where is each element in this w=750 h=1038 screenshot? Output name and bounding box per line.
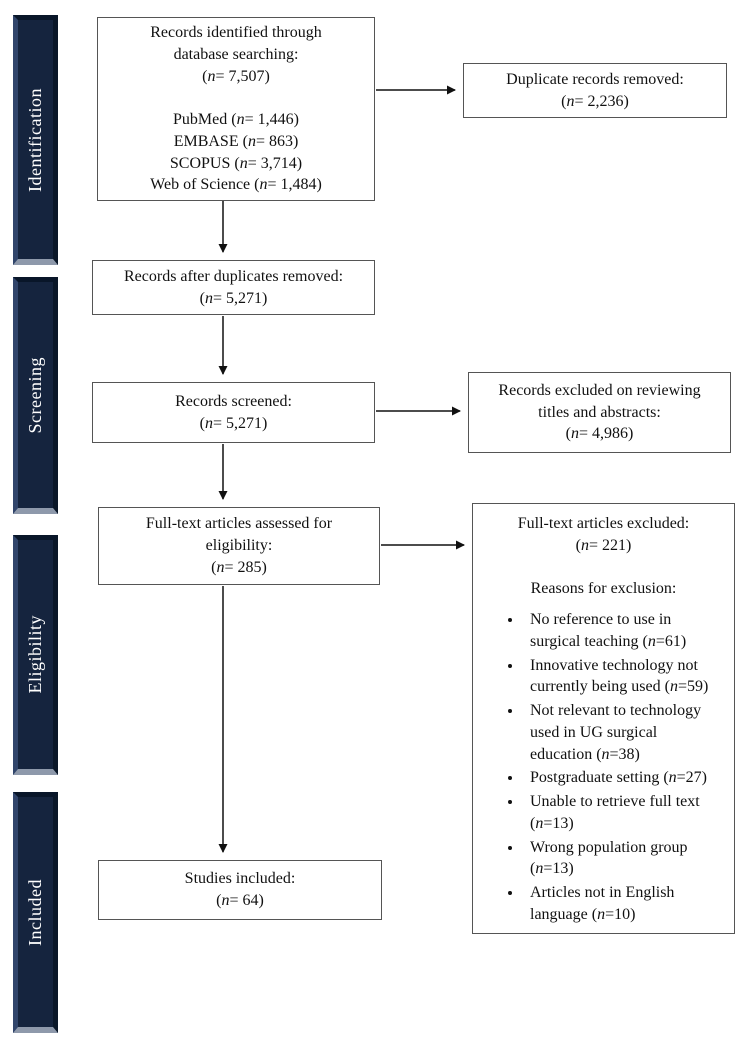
- text-line: Web of Science (n= 1,484): [150, 176, 322, 194]
- box-records-excluded-titles-abstracts: Records excluded on reviewing titles and …: [468, 372, 731, 453]
- text-line: (n= 221): [575, 536, 632, 554]
- text-line: [106, 87, 366, 109]
- box-records-screened: Records screened: (n= 5,271): [92, 382, 375, 443]
- text-line: (n= 7,507): [202, 67, 270, 85]
- stage-label-identification: Identification: [25, 87, 45, 192]
- box-duplicates-removed: Duplicate records removed: (n= 2,236): [463, 63, 727, 118]
- exclusion-reason: No reference to use in surgical teaching…: [523, 609, 722, 653]
- exclusion-reason: Wrong population group (n=13): [523, 837, 722, 881]
- fulltext-excluded-header: Full-text articles excluded: (n= 221) Rea…: [481, 513, 726, 600]
- exclusion-reason: Postgraduate setting (n=27): [523, 767, 722, 789]
- box-records-identified: Records identified through database searc…: [97, 17, 375, 201]
- text-line: (n= 64): [216, 892, 264, 909]
- stage-bar-identification: Identification: [13, 15, 58, 265]
- box-fulltext-excluded: Full-text articles excluded: (n= 221) Rea…: [472, 503, 735, 934]
- text-line: Records after duplicates removed:: [123, 267, 344, 285]
- box-fulltext-assessed: Full-text articles assessed for eligibili…: [98, 507, 380, 585]
- exclusion-reason: Innovative technology not currently bein…: [523, 655, 722, 699]
- text-line: SCOPUS (n= 3,714): [169, 154, 303, 172]
- text-line: Studies included:: [184, 870, 296, 888]
- text-line: Full-text articles excluded:: [517, 515, 690, 532]
- exclusion-reason: Unable to retrieve full text (n=13): [523, 791, 722, 835]
- box-records-after-duplicates: Records after duplicates removed: (n= 5,2…: [92, 260, 375, 315]
- stage-label-eligibility: Eligibility: [25, 615, 45, 694]
- stage-bar-included: Included: [13, 792, 58, 1033]
- stage-bar-screening: Screening: [13, 277, 58, 514]
- text-line: [481, 557, 726, 579]
- text-line: PubMed (n= 1,446): [173, 111, 299, 128]
- exclusion-reasons-list: No reference to use in surgical teaching…: [481, 609, 726, 928]
- text-line: Full-text articles assessed for: [145, 515, 333, 533]
- stage-label-included: Included: [25, 878, 45, 946]
- text-line: Reasons for exclusion:: [530, 580, 677, 598]
- text-line: (n= 2,236): [561, 92, 629, 110]
- text-line: (n= 4,986): [565, 425, 634, 443]
- text-line: titles and abstracts:: [538, 403, 661, 421]
- text-line: Records identified through: [150, 24, 322, 41]
- box-studies-included: Studies included: (n= 64): [98, 860, 382, 920]
- text-line: Records screened:: [175, 392, 292, 410]
- stage-label-screening: Screening: [25, 356, 45, 434]
- text-line: (n= 5,271): [199, 289, 268, 307]
- exclusion-reason: Articles not in English language (n=10): [523, 882, 722, 926]
- text-line: Duplicate records removed:: [506, 70, 684, 88]
- text-line: eligibility:: [205, 537, 273, 555]
- stage-bar-eligibility: Eligibility: [13, 535, 58, 775]
- text-line: EMBASE (n= 863): [173, 132, 299, 150]
- text-line: Records excluded on reviewing: [498, 381, 701, 399]
- text-line: (n= 285): [211, 558, 267, 576]
- text-line: database searching:: [173, 45, 299, 63]
- text-line: (n= 5,271): [199, 414, 268, 432]
- exclusion-reason: Not relevant to technology used in UG su…: [523, 700, 722, 765]
